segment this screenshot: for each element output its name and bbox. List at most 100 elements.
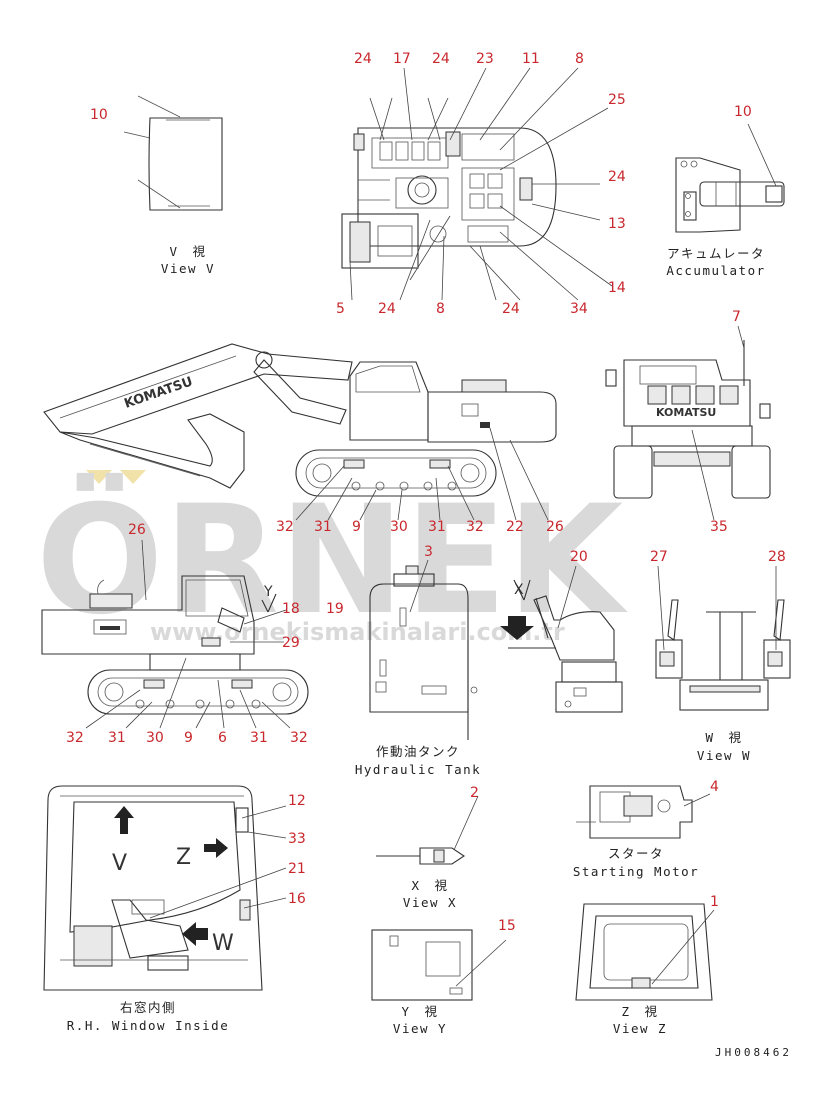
callout-32: 32 — [276, 519, 294, 535]
rear-view-leaders — [691, 325, 745, 521]
callout-28: 28 — [768, 549, 786, 565]
callout-31: 31 — [428, 519, 446, 535]
callout-7: 7 — [732, 309, 741, 325]
callout-32: 32 — [466, 519, 484, 535]
callout-8: 8 — [436, 301, 445, 317]
callout-4: 4 — [710, 779, 719, 795]
callout-17: 17 — [393, 51, 411, 67]
callout-31: 31 — [314, 519, 332, 535]
callout-30: 30 — [146, 730, 164, 746]
callout-10: 10 — [90, 107, 108, 123]
starting-motor-drawing — [576, 785, 711, 839]
caption-hydraulic-tank-jp: 作動油タンク — [376, 744, 460, 759]
caption-starting-motor-jp: スタータ — [608, 846, 664, 861]
view-letter-v: V — [112, 851, 127, 876]
caption-view-w-en: View W — [697, 748, 751, 763]
callout-24: 24 — [608, 169, 626, 185]
caption-accumulator-jp: アキュムレータ — [667, 246, 765, 261]
caption-view-y-en: View Y — [393, 1021, 447, 1036]
callout-22: 22 — [506, 519, 524, 535]
captions: V 視 View V アキュムレータ Accumulator 作動油タンク Hy… — [67, 244, 792, 1059]
callout-25: 25 — [608, 92, 626, 108]
callout-23: 23 — [476, 51, 494, 67]
rh-window-leaders — [149, 805, 287, 919]
callout-24: 24 — [354, 51, 372, 67]
callout-12: 12 — [288, 793, 306, 809]
caption-view-x-jp: X 視 — [411, 878, 448, 893]
callout-2: 2 — [470, 785, 479, 801]
view-letter-z: Z — [176, 845, 191, 870]
callout-11: 11 — [522, 51, 540, 67]
callout-32: 32 — [66, 730, 84, 746]
callout-24: 24 — [502, 301, 520, 317]
callout-27: 27 — [650, 549, 668, 565]
excavator-left-leaders — [85, 539, 291, 729]
view-letter-y: Y — [263, 584, 273, 600]
callout-14: 14 — [608, 280, 626, 296]
caption-rh-window-jp: 右窓内側 — [120, 1000, 176, 1015]
caption-starting-motor-en: Starting Motor — [573, 864, 699, 879]
view-v-drawing — [123, 95, 223, 211]
callout-26: 26 — [546, 519, 564, 535]
callout-9: 9 — [352, 519, 361, 535]
caption-accumulator-en: Accumulator — [666, 263, 765, 278]
callout-21: 21 — [288, 861, 306, 877]
callout-29: 29 — [282, 635, 300, 651]
accumulator-drawing — [675, 123, 785, 233]
callout-15: 15 — [498, 918, 516, 934]
callout-18: 18 — [282, 601, 300, 617]
callout-3: 3 — [424, 544, 433, 560]
callout-24: 24 — [378, 301, 396, 317]
callout-16: 16 — [288, 891, 306, 907]
callout-33: 33 — [288, 831, 306, 847]
top-plan-leaders — [349, 67, 613, 301]
callout-30: 30 — [390, 519, 408, 535]
caption-view-z-en: View Z — [613, 1021, 667, 1036]
callout-13: 13 — [608, 216, 626, 232]
callout-32: 32 — [290, 730, 308, 746]
caption-view-y-jp: Y 視 — [401, 1004, 438, 1019]
callout-24: 24 — [432, 51, 450, 67]
view-w-drawing — [655, 565, 791, 711]
rear-view-drawing: KOMATSU — [605, 340, 771, 499]
callout-8: 8 — [575, 51, 584, 67]
watermark: ÖRNEK www.ornekismakinalari.com.tr — [36, 470, 628, 648]
caption-rh-window-en: R.H. Window Inside — [67, 1018, 229, 1033]
caption-view-x-en: View X — [403, 895, 457, 910]
callout-6: 6 — [218, 730, 227, 746]
rh-window-drawing: V Z W — [43, 785, 263, 991]
callout-5: 5 — [336, 301, 345, 317]
view-letter-x: X — [514, 582, 524, 598]
svg-text:KOMATSU: KOMATSU — [656, 406, 716, 419]
drawing-code: JH008462 — [715, 1046, 792, 1059]
callout-10: 10 — [734, 104, 752, 120]
callout-numbers: 10 24 17 24 23 11 8 25 10 24 13 14 5 24 … — [66, 51, 786, 934]
view-z-drawing — [575, 903, 715, 1001]
watermark-brand: ÖRNEK — [36, 472, 628, 648]
control-lever-drawing — [500, 565, 623, 713]
caption-view-v-en: View V — [161, 261, 215, 276]
caption-view-z-jp: Z 視 — [621, 1004, 658, 1019]
caption-view-v-jp: V 視 — [169, 244, 206, 259]
top-plan-drawing — [341, 127, 557, 269]
view-letter-w: W — [212, 931, 234, 956]
callout-20: 20 — [570, 549, 588, 565]
callout-31: 31 — [250, 730, 268, 746]
excavator-side-leaders — [295, 427, 549, 521]
view-x-drawing — [376, 795, 479, 865]
callout-19: 19 — [326, 601, 344, 617]
view-letters: Y X — [263, 582, 524, 600]
caption-hydraulic-tank-en: Hydraulic Tank — [355, 762, 481, 777]
callout-1: 1 — [710, 894, 719, 910]
excavator-left-drawing — [41, 575, 309, 715]
callout-9: 9 — [184, 730, 193, 746]
callout-26: 26 — [128, 522, 146, 538]
callout-35: 35 — [710, 519, 728, 535]
callout-34: 34 — [570, 301, 588, 317]
caption-view-w-jp: W 視 — [705, 730, 742, 745]
callout-31: 31 — [108, 730, 126, 746]
hydraulic-tank-drawing — [369, 559, 478, 740]
view-y-drawing — [371, 929, 507, 1001]
